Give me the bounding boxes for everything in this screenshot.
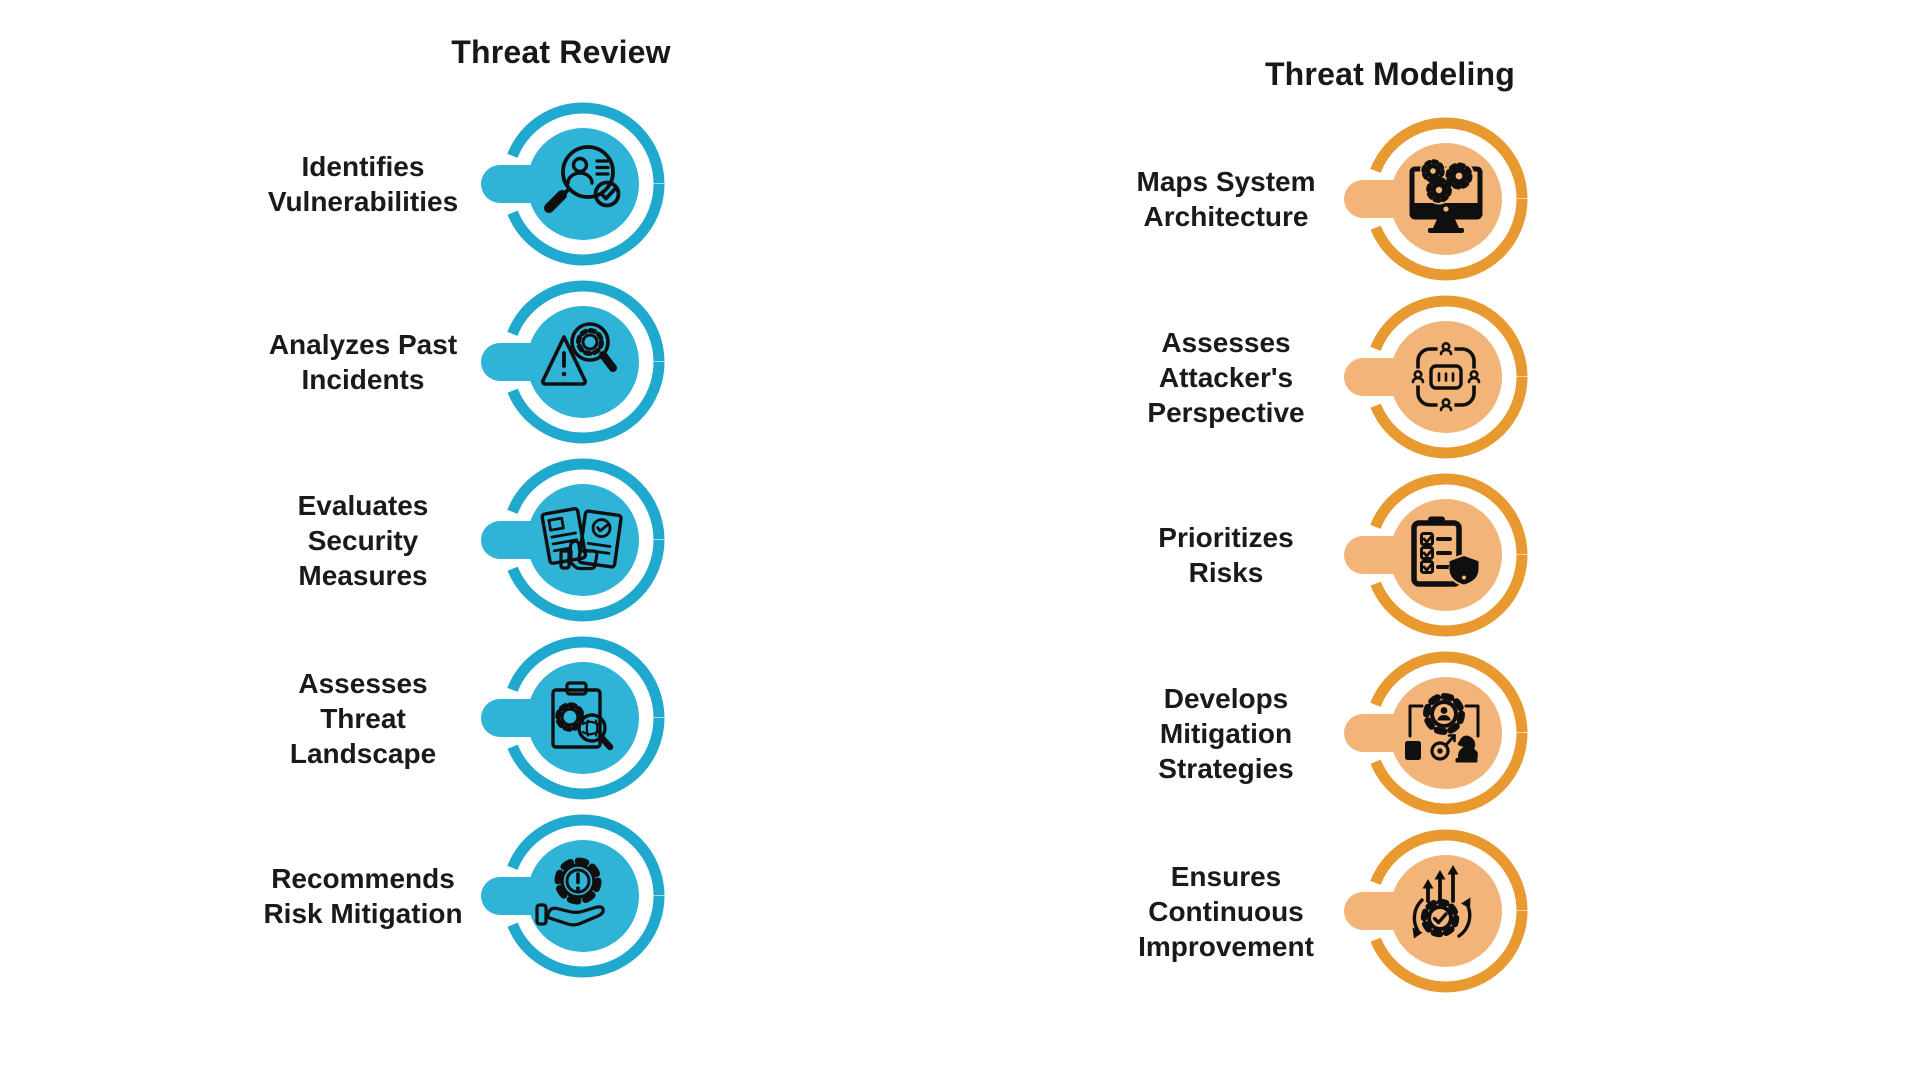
item-label: Develops Mitigation Strategies — [1158, 682, 1294, 784]
column-title-threat-review: Threat Review — [451, 34, 671, 70]
item-label: Evaluates Security Measures — [297, 489, 429, 591]
item-label: Maps System Architecture — [1136, 166, 1316, 232]
warning-triangle-magnifier-icon — [541, 322, 617, 386]
item-badge — [1344, 829, 1528, 993]
item-identifies-vulnerabilities: Identifies Vulnerabilities — [243, 99, 668, 269]
improvement-cycle-arrows-icon — [1412, 865, 1472, 939]
item-label: Analyzes Past Incidents — [268, 329, 458, 395]
item-evaluates-security-measures: Evaluates Security Measures — [243, 455, 668, 625]
item-assesses-attackers-perspective: Assesses Attacker's Perspective — [1106, 292, 1531, 462]
item-label: Assesses Threat Landscape — [289, 667, 437, 769]
documents-approval-icon — [540, 507, 623, 571]
item-badge — [481, 814, 665, 978]
item-badge — [1344, 117, 1528, 281]
item-badge — [1344, 295, 1528, 459]
item-badge — [481, 102, 665, 266]
clipboard-gear-magnifier-icon — [551, 681, 614, 751]
strategy-gear-person-icon — [1405, 693, 1480, 763]
item-badge — [1344, 473, 1528, 637]
network-perspective-icon — [1409, 340, 1483, 414]
item-label: Prioritizes Risks — [1158, 522, 1294, 588]
item-badge — [481, 636, 665, 800]
item-prioritizes-risks: Prioritizes Risks — [1106, 470, 1531, 640]
hand-gear-alert-icon — [535, 857, 605, 927]
item-label: Identifies Vulnerabilities — [267, 151, 459, 217]
item-analyzes-past-incidents: Analyzes Past Incidents — [243, 277, 668, 447]
item-label: Recommends Risk Mitigation — [263, 863, 463, 929]
magnifier-user-check-icon — [544, 145, 621, 213]
item-badge — [481, 280, 665, 444]
item-assesses-threat-landscape: Assesses Threat Landscape — [243, 633, 668, 803]
item-maps-system-architecture: Maps System Architecture — [1106, 114, 1531, 284]
item-ensures-continuous-improvement: Ensures Continuous Improvement — [1106, 826, 1531, 996]
item-recommends-risk-mitigation: Recommends Risk Mitigation — [243, 811, 668, 981]
item-badge — [1344, 651, 1528, 815]
item-badge — [481, 458, 665, 622]
checklist-shield-alert-icon — [1411, 516, 1480, 587]
column-title-threat-modeling: Threat Modeling — [1264, 56, 1516, 92]
item-label: Assesses Attacker's Perspective — [1147, 326, 1305, 428]
item-develops-mitigation-strategies: Develops Mitigation Strategies — [1106, 648, 1531, 818]
item-label: Ensures Continuous Improvement — [1138, 860, 1314, 962]
monitor-gears-icon — [1409, 158, 1483, 233]
